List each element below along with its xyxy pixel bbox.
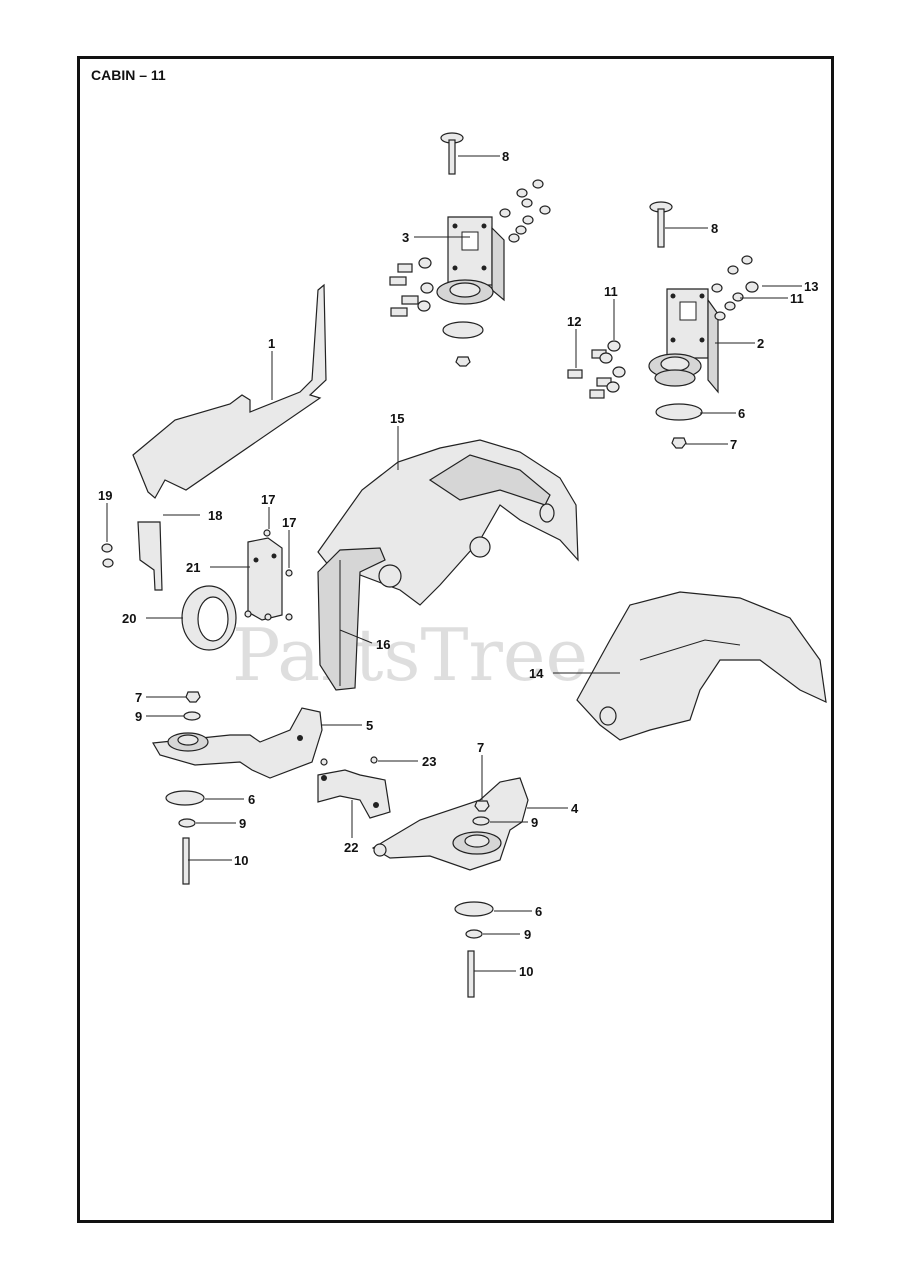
- part-23-screws: [320, 756, 378, 766]
- part-3-bolts: [389, 257, 434, 317]
- part-19-rivets: [101, 543, 114, 568]
- callout-6: 6: [248, 792, 255, 807]
- callout-13: 13: [804, 279, 818, 294]
- part-4-arm: [371, 777, 529, 871]
- callout-17: 17: [282, 515, 296, 530]
- callout-9: 9: [531, 815, 538, 830]
- part-2-washers: [711, 255, 759, 321]
- part-18-plate: [137, 521, 163, 591]
- callout-9: 9: [135, 709, 142, 724]
- part-7-9-hardware-right: [472, 800, 490, 826]
- callout-2: 2: [757, 336, 764, 351]
- part-16-bracket: [317, 547, 386, 691]
- callout-5: 5: [366, 718, 373, 733]
- part-1-bracket: [132, 283, 327, 499]
- callout-8: 8: [711, 221, 718, 236]
- leader-lines: [106, 155, 802, 972]
- callout-10: 10: [234, 853, 248, 868]
- callout-7: 7: [477, 740, 484, 755]
- callout-14: 14: [529, 666, 544, 681]
- callout-18: 18: [208, 508, 222, 523]
- callout-19: 19: [98, 488, 112, 503]
- callout-6: 6: [535, 904, 542, 919]
- part-8-bolt-right: [649, 201, 673, 248]
- part-6-cup-right: [655, 403, 703, 421]
- part-3-mount: [436, 216, 505, 367]
- callout-3: 3: [402, 230, 409, 245]
- callout-4: 4: [571, 801, 579, 816]
- callout-23: 23: [422, 754, 436, 769]
- part-7-nut-right: [671, 437, 687, 449]
- part-6-9-10-right: [454, 901, 494, 998]
- callout-7: 7: [135, 690, 142, 705]
- callout-17: 17: [261, 492, 275, 507]
- callout-12: 12: [567, 314, 581, 329]
- part-2-mount: [648, 288, 719, 394]
- callout-22: 22: [344, 840, 358, 855]
- part-7-9-hardware-left: [183, 691, 201, 721]
- callout-7: 7: [730, 437, 737, 452]
- part-6-9-10-left: [165, 790, 205, 885]
- callout-20: 20: [122, 611, 136, 626]
- callout-labels: 8 8 3 13 11 11 12 2 1 6 7 15 19 17 17 18…: [98, 149, 818, 979]
- part-15-housing: [317, 439, 579, 606]
- callout-11: 11: [790, 291, 804, 306]
- part-5-arm: [152, 707, 323, 779]
- callout-10: 10: [519, 964, 533, 979]
- part-20-ring: [181, 585, 237, 651]
- part-12-bolts: [567, 340, 626, 399]
- part-8-bolt-top: [440, 132, 464, 175]
- part-17-screws: [244, 529, 293, 621]
- callout-9: 9: [524, 927, 531, 942]
- callout-8: 8: [502, 149, 509, 164]
- diagram-frame: [77, 56, 834, 1223]
- part-3-washers: [499, 179, 551, 243]
- callout-15: 15: [390, 411, 404, 426]
- part-22-bracket: [317, 769, 391, 819]
- part-21-plate: [247, 537, 283, 621]
- callout-9: 9: [239, 816, 246, 831]
- diagram-title: CABIN – 11: [91, 67, 166, 83]
- part-14-fender: [576, 591, 827, 741]
- callout-16: 16: [376, 637, 390, 652]
- callout-21: 21: [186, 560, 200, 575]
- callout-1: 1: [268, 336, 275, 351]
- callout-11: 11: [604, 284, 618, 299]
- callout-6: 6: [738, 406, 745, 421]
- watermark: PartsTree: [232, 613, 588, 697]
